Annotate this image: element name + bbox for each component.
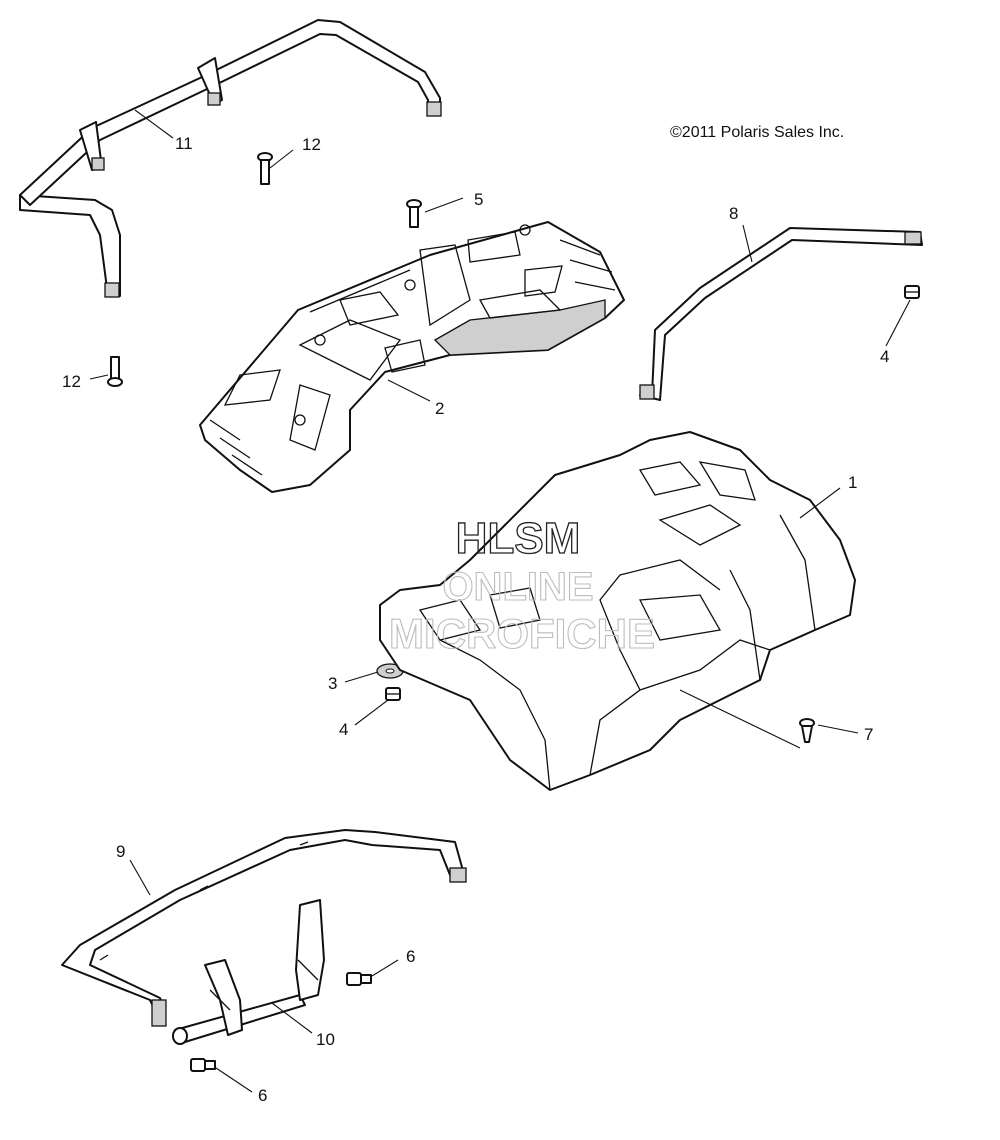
rack-side-rail-icon — [639, 227, 923, 401]
callout-9: 9 — [116, 842, 125, 861]
rear-rack-icon — [199, 221, 625, 493]
pin-icon — [257, 152, 273, 185]
rear-bumper-icon — [61, 829, 467, 1027]
callout-2: 2 — [435, 399, 444, 418]
bolt-icon — [406, 199, 422, 228]
leader-lines — [89, 109, 911, 1093]
callout-1: 1 — [848, 473, 857, 492]
flange-bolt-icon — [346, 972, 372, 986]
bumper-bracket-icon — [172, 899, 325, 1045]
flange-bolt-icon — [190, 1058, 216, 1072]
nut-icon — [385, 687, 401, 701]
callout-3: 3 — [328, 674, 337, 693]
nut-icon — [904, 285, 920, 299]
callout-5: 5 — [474, 190, 483, 209]
watermark-line2: ONLINE — [442, 565, 593, 609]
watermark: HLSM ONLINE MICROFICHE — [388, 513, 655, 657]
copyright-text: ©2011 Polaris Sales Inc. — [670, 124, 844, 141]
watermark-line3: MICROFICHE — [389, 610, 655, 657]
callout-8: 8 — [729, 204, 738, 223]
watermark-line1: HLSM — [456, 514, 581, 563]
pin-icon — [107, 356, 123, 387]
callout-10: 10 — [316, 1030, 335, 1049]
rear-fender-icon — [379, 431, 856, 791]
callout-6: 6 — [258, 1086, 267, 1105]
callout-7: 7 — [864, 725, 873, 744]
callout-12: 12 — [62, 372, 81, 391]
callout-4: 4 — [880, 347, 889, 366]
washer-icon — [376, 663, 404, 679]
push-rivet-icon — [799, 718, 815, 743]
callout-11: 11 — [175, 134, 193, 153]
callout-4: 4 — [339, 720, 348, 739]
callout-12: 12 — [302, 135, 321, 154]
rack-tube-rail-icon — [19, 19, 442, 298]
callout-6: 6 — [406, 947, 415, 966]
